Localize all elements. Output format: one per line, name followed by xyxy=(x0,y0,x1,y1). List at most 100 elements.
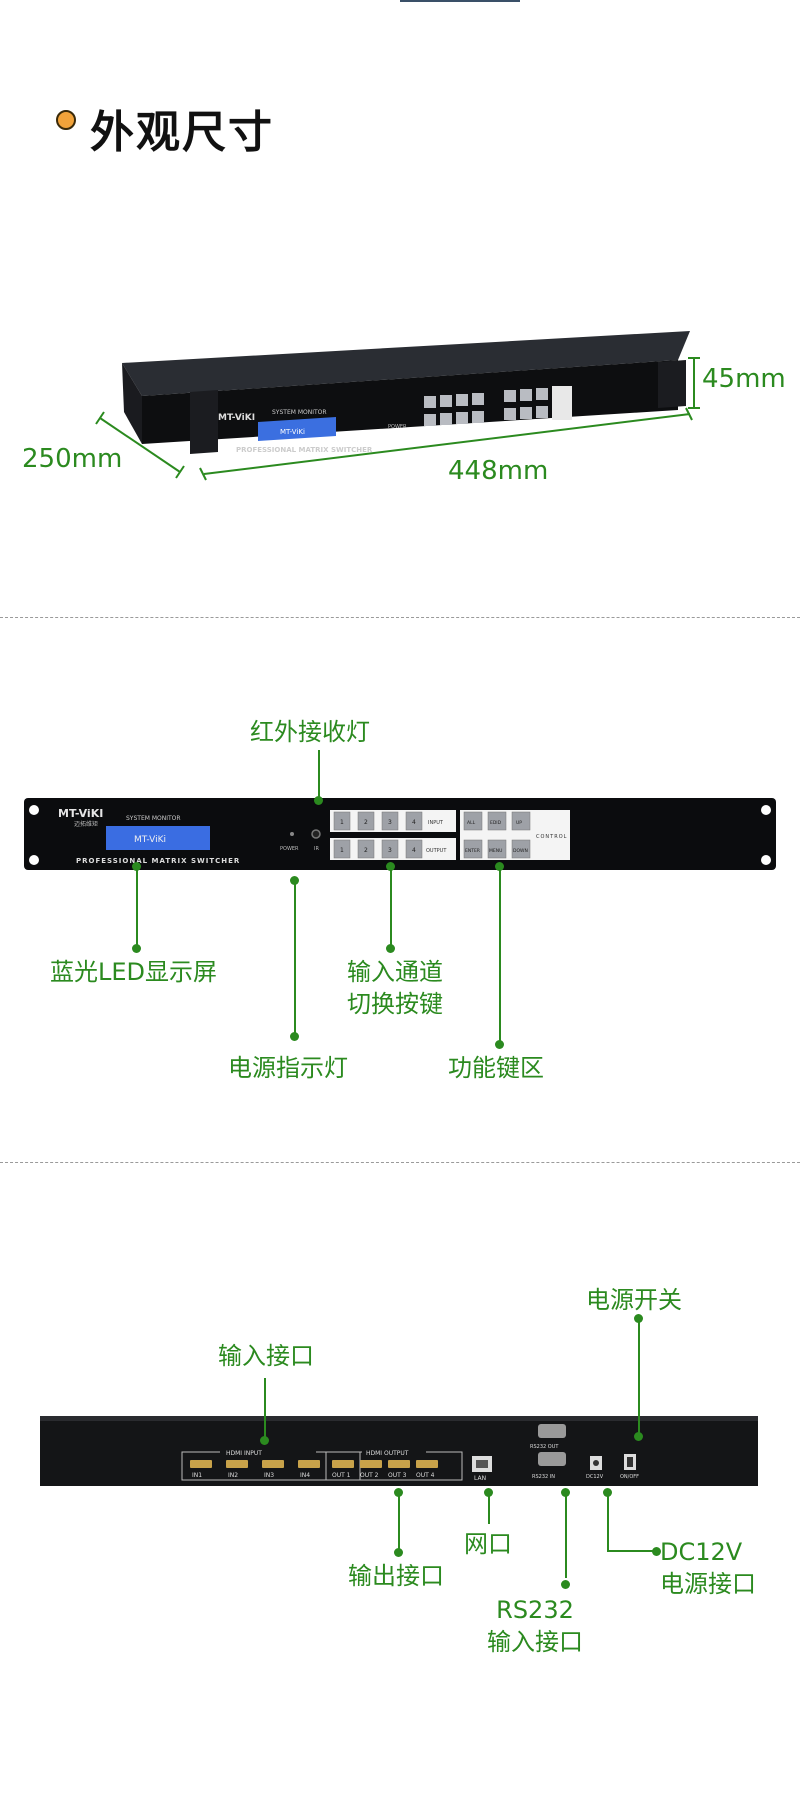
func-down-label: DOWN xyxy=(513,848,528,854)
rear-onoff: ON/OFF xyxy=(620,1474,639,1480)
control-group-label: CONTROL xyxy=(536,834,567,840)
hdmi-in-port-2 xyxy=(226,1460,248,1468)
label-rs232: RS232 输入接口 xyxy=(480,1594,590,1658)
connector-lcd xyxy=(136,866,138,950)
hdmi-out-port-1 xyxy=(332,1460,354,1468)
rear-lan: LAN xyxy=(474,1475,486,1482)
connector-ir-dot xyxy=(314,796,323,805)
out-btn-3: 3 xyxy=(388,847,392,854)
connector-input-ports-dot xyxy=(260,1436,269,1445)
connector-power-switch-dot-end xyxy=(634,1432,643,1441)
ir-receiver xyxy=(311,829,321,839)
func-down-button[interactable] xyxy=(511,839,531,859)
hdmi-in-port-3 xyxy=(262,1460,284,1468)
section-divider-2 xyxy=(0,1162,800,1163)
rear-dc12v: DC12V xyxy=(586,1474,604,1480)
hdmi-out-port-3 xyxy=(388,1460,410,1468)
connector-function-dot xyxy=(495,862,504,871)
label-power-led: 电源指示灯 xyxy=(228,1054,348,1082)
connector-dc12v xyxy=(607,1490,609,1552)
out-btn-2: 2 xyxy=(364,847,368,854)
connector-output-ports-dot-end xyxy=(394,1548,403,1557)
dim-width: 448mm xyxy=(448,456,549,486)
func-enter-button[interactable] xyxy=(463,839,483,859)
connector-input-ports xyxy=(264,1378,266,1440)
rear-out1: OUT 1 xyxy=(332,1472,351,1479)
input-group-label: INPUT xyxy=(428,820,444,826)
connector-ir xyxy=(318,750,320,800)
rear-hdmi-output-label: HDMI OUTPUT xyxy=(366,1450,409,1457)
top-accent-line xyxy=(400,0,520,2)
func-all-button[interactable] xyxy=(463,811,483,831)
front-brand: MT-ViKI xyxy=(58,807,103,820)
connector-output-ports-dot xyxy=(394,1488,403,1497)
hdmi-out-port-2 xyxy=(360,1460,382,1468)
connector-power-switch-dot xyxy=(634,1314,643,1323)
input-button-1[interactable] xyxy=(333,811,351,831)
iso-brand: MT-ViKI xyxy=(218,413,255,423)
rear-out2: OUT 2 xyxy=(360,1472,379,1479)
rear-rs232-out: RS232 OUT xyxy=(530,1444,559,1450)
output-button-4[interactable] xyxy=(405,839,423,859)
connector-power-led xyxy=(294,880,296,1038)
func-up-label: UP xyxy=(516,820,522,826)
connector-rs232-dot xyxy=(561,1488,570,1497)
device-isometric-illustration: MT-ViKI SYSTEM MONITOR MT-ViKi PROFESSIO… xyxy=(95,331,700,481)
hdmi-in-port-1 xyxy=(190,1460,212,1468)
label-input-ports: 输入接口 xyxy=(218,1342,314,1370)
out-btn-4: 4 xyxy=(412,847,416,854)
label-rs232-line1: RS232 xyxy=(496,1596,574,1624)
func-menu-button[interactable] xyxy=(487,839,507,859)
dim-height: 45mm xyxy=(702,364,786,394)
connector-dc12v-dot-end xyxy=(652,1547,661,1556)
label-function-keys: 功能键区 xyxy=(448,1054,544,1082)
connector-lcd-dot xyxy=(132,862,141,871)
label-power-switch: 电源开关 xyxy=(586,1286,682,1314)
front-model-text: PROFESSIONAL MATRIX SWITCHER xyxy=(76,857,240,865)
section-title: 外观尺寸 xyxy=(90,107,274,158)
output-button-3[interactable] xyxy=(381,839,399,859)
connector-rs232 xyxy=(565,1490,567,1578)
connector-lan-dot xyxy=(484,1488,493,1497)
rs232-in-port xyxy=(538,1452,566,1466)
func-menu-label: MENU xyxy=(489,848,502,854)
connector-power-switch xyxy=(638,1318,640,1436)
in-btn-1: 1 xyxy=(340,819,344,826)
connector-lan xyxy=(488,1490,490,1524)
rear-in2: IN2 xyxy=(228,1472,238,1479)
front-lcd-text: MT-ViKi xyxy=(134,835,166,845)
front-panel: MT-ViKI 迈拓维矩 SYSTEM MONITOR MT-ViKi PROF… xyxy=(24,798,776,870)
func-enter-label: ENTER xyxy=(465,848,480,854)
rear-in4: IN4 xyxy=(300,1472,310,1479)
in-btn-2: 2 xyxy=(364,819,368,826)
connector-rs232-dot-end xyxy=(561,1580,570,1589)
rear-out3: OUT 3 xyxy=(388,1472,407,1479)
hdmi-in-port-4 xyxy=(298,1460,320,1468)
output-button-1[interactable] xyxy=(333,839,351,859)
dim-depth: 250mm xyxy=(22,444,123,474)
func-edid-label: EDID xyxy=(490,820,502,826)
rs232-out-port xyxy=(538,1424,566,1438)
output-group-label: OUTPUT xyxy=(426,848,447,854)
func-up-button[interactable] xyxy=(511,811,531,831)
input-button-4[interactable] xyxy=(405,811,423,831)
label-network: 网口 xyxy=(464,1530,512,1558)
iso-system-monitor: SYSTEM MONITOR xyxy=(272,409,327,416)
front-ir-text: IR xyxy=(314,846,319,852)
label-input-switch: 输入通道 切换按键 xyxy=(330,956,460,1020)
func-edid-button[interactable] xyxy=(487,811,507,831)
hdmi-out-port-4 xyxy=(416,1460,438,1468)
label-rs232-line2: 输入接口 xyxy=(487,1628,583,1656)
label-input-switch-line2: 切换按键 xyxy=(347,990,443,1018)
iso-model-text: PROFESSIONAL MATRIX SWITCHER xyxy=(236,446,373,454)
input-button-2[interactable] xyxy=(357,811,375,831)
connector-input-keys xyxy=(390,866,392,948)
label-output-ports: 输出接口 xyxy=(348,1562,444,1590)
lcd-screen xyxy=(106,826,210,850)
func-all-label: ALL xyxy=(467,820,476,826)
input-button-3[interactable] xyxy=(381,811,399,831)
output-button-2[interactable] xyxy=(357,839,375,859)
out-btn-1: 1 xyxy=(340,847,344,854)
connector-input-dot xyxy=(386,862,395,871)
label-lcd: 蓝光LED显示屏 xyxy=(50,958,218,986)
